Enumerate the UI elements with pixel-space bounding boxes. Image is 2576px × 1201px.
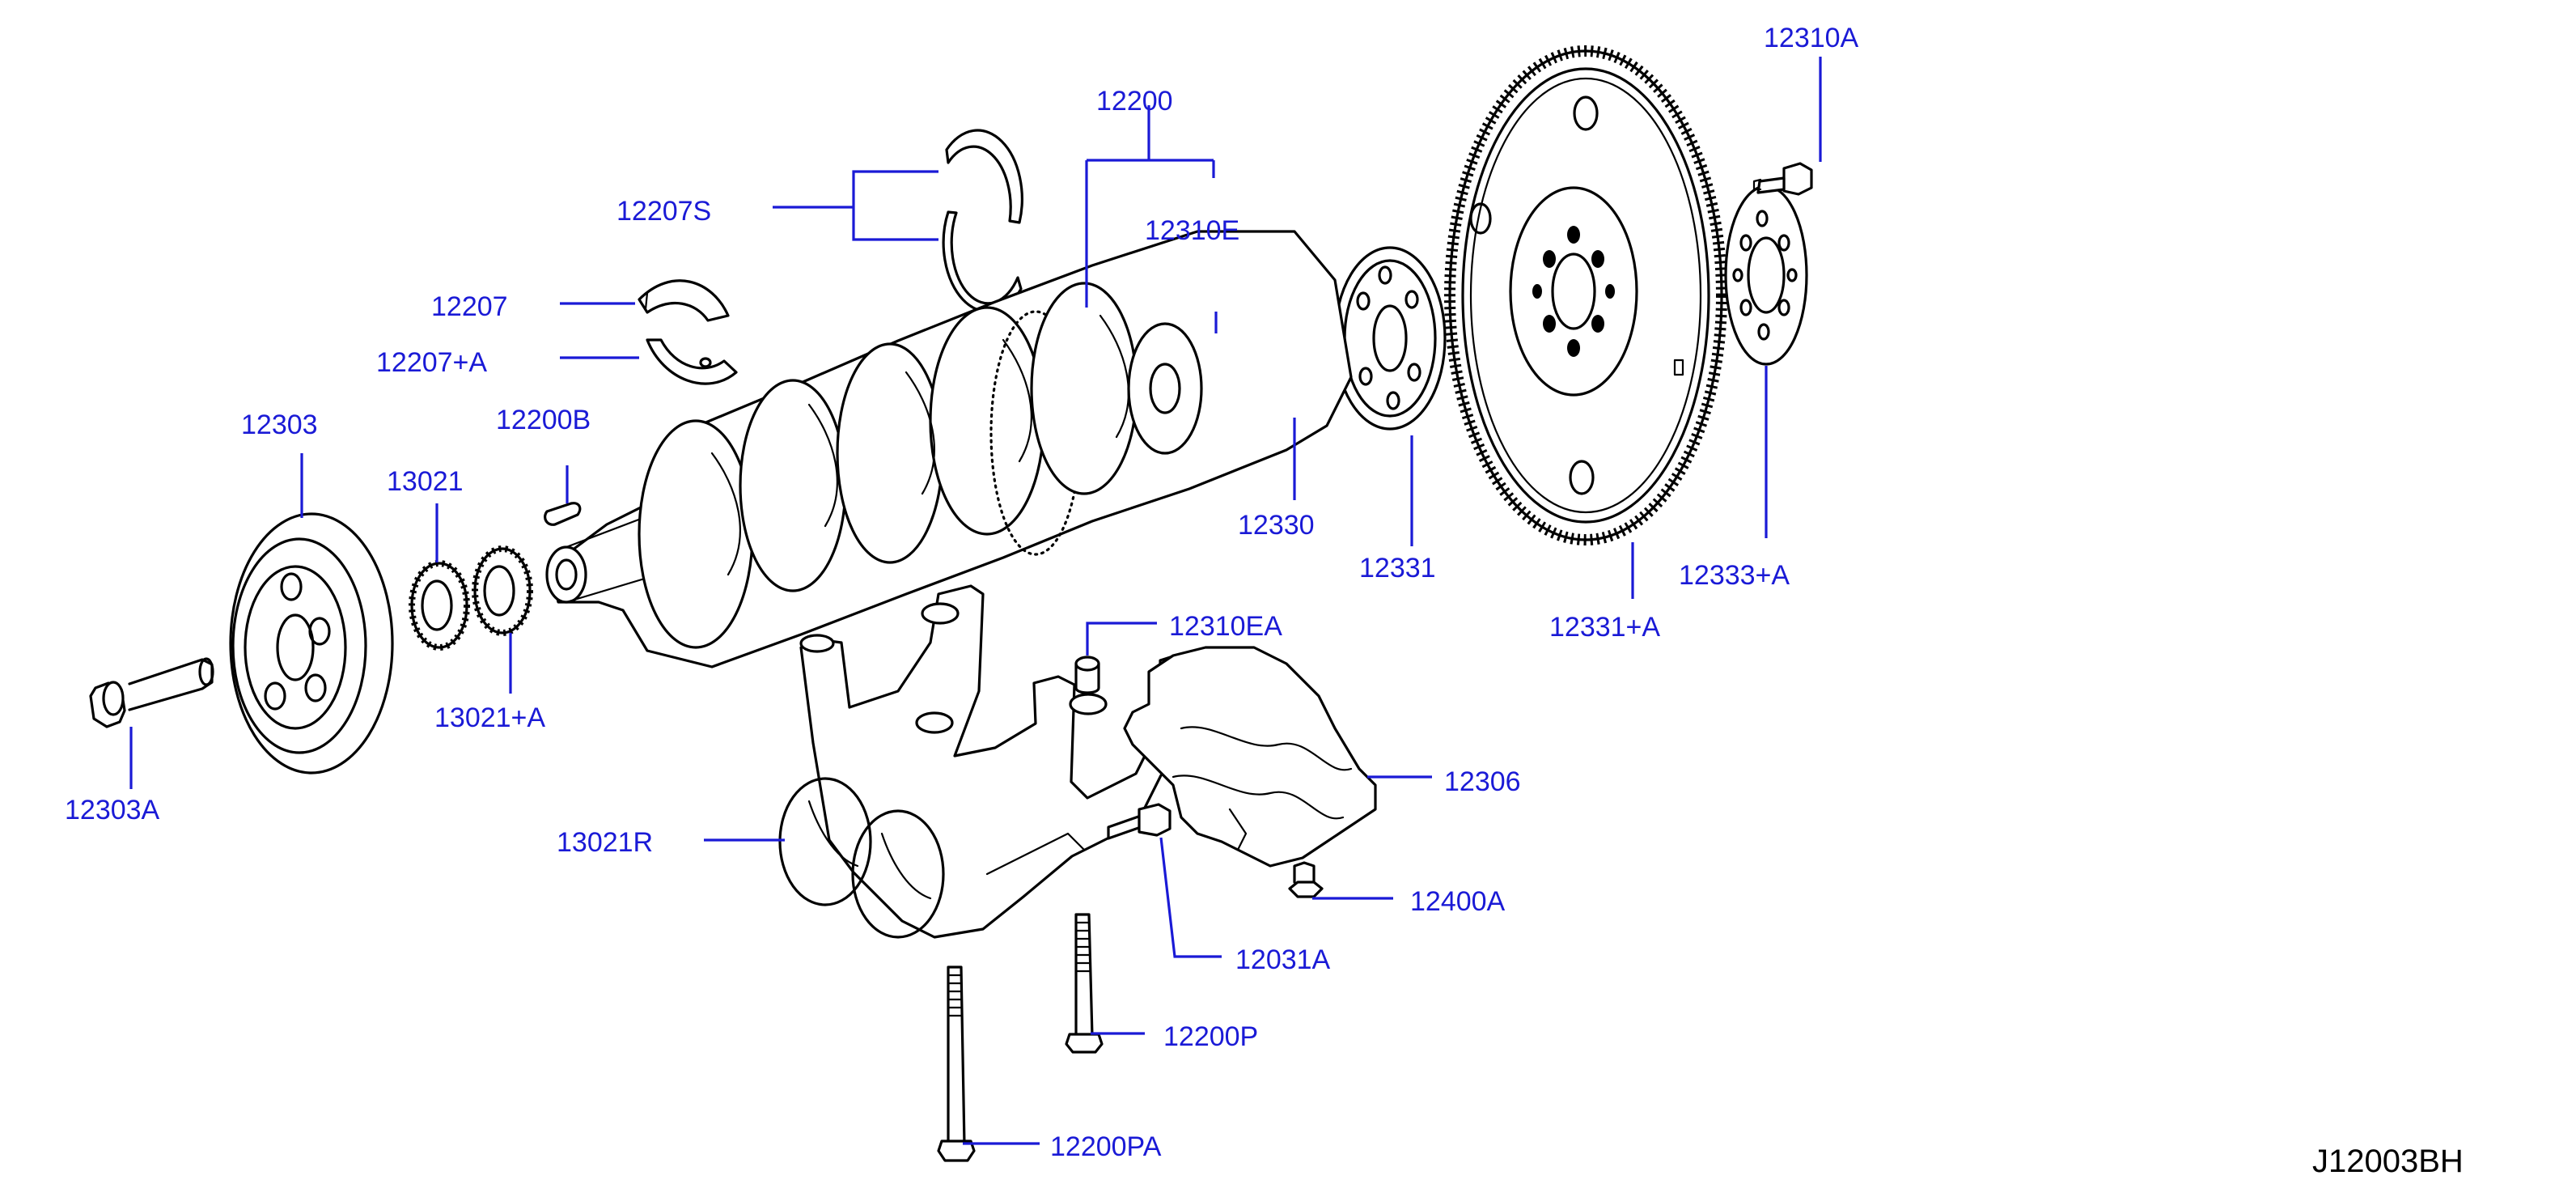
label-12330[interactable]: 12330 (1238, 510, 1315, 541)
label-12207A[interactable]: 12207+A (376, 347, 487, 378)
label-12200PA[interactable]: 12200PA (1050, 1131, 1162, 1162)
main-bearing-upper[interactable] (638, 279, 730, 322)
pulley-bolt[interactable] (89, 657, 214, 728)
label-12207S[interactable]: 12207S (616, 196, 711, 227)
balancer-bolt[interactable] (1107, 803, 1171, 840)
crankshaft[interactable] (545, 230, 1353, 668)
main-bearing-bolt[interactable] (1065, 913, 1104, 1054)
label-12310E[interactable]: 12310E (1145, 215, 1239, 246)
woodruff-key[interactable] (544, 502, 582, 526)
main-bearing-long-bolt[interactable] (937, 965, 976, 1162)
label-12207[interactable]: 12207 (431, 291, 508, 322)
thrust-washers[interactable] (942, 129, 1023, 313)
label-12310A[interactable]: 12310A (1764, 23, 1859, 53)
label-12200P[interactable]: 12200P (1163, 1021, 1258, 1052)
baffle-bolt[interactable] (1288, 861, 1324, 898)
crankshaft-pulley[interactable] (229, 512, 394, 774)
label-12331[interactable]: 12331 (1359, 553, 1436, 584)
main-bearing-lower[interactable] (646, 338, 738, 385)
baffle-plate[interactable] (1123, 646, 1377, 868)
label-12400A[interactable]: 12400A (1410, 886, 1506, 917)
label-12333A[interactable]: 12333+A (1679, 560, 1790, 591)
flywheel-bolt[interactable] (1752, 162, 1813, 196)
label-12306[interactable]: 12306 (1444, 766, 1521, 797)
label-13021A[interactable]: 13021+A (434, 702, 545, 733)
balancer-sprocket[interactable] (472, 545, 533, 636)
label-12200[interactable]: 12200 (1096, 86, 1173, 117)
leader-lines (129, 57, 1822, 1145)
balancer-unit[interactable] (778, 584, 1195, 939)
label-12310EA[interactable]: 12310EA (1169, 611, 1282, 642)
label-13021R[interactable]: 13021R (557, 827, 653, 858)
reinforcement-plate[interactable] (1724, 185, 1808, 366)
diagram-code: J12003BH (2312, 1144, 2464, 1179)
label-12331A[interactable]: 12331+A (1549, 612, 1660, 643)
drive-plate[interactable] (1333, 246, 1447, 431)
label-12031A[interactable]: 12031A (1235, 944, 1331, 975)
label-12303A[interactable]: 12303A (65, 795, 160, 825)
flywheel[interactable] (1444, 45, 1727, 545)
crankshaft-sprocket[interactable] (409, 560, 470, 651)
label-12200B[interactable]: 12200B (496, 405, 591, 435)
label-12303[interactable]: 12303 (241, 410, 318, 440)
balancer-dowel[interactable] (1074, 656, 1100, 694)
label-13021[interactable]: 13021 (387, 466, 464, 497)
